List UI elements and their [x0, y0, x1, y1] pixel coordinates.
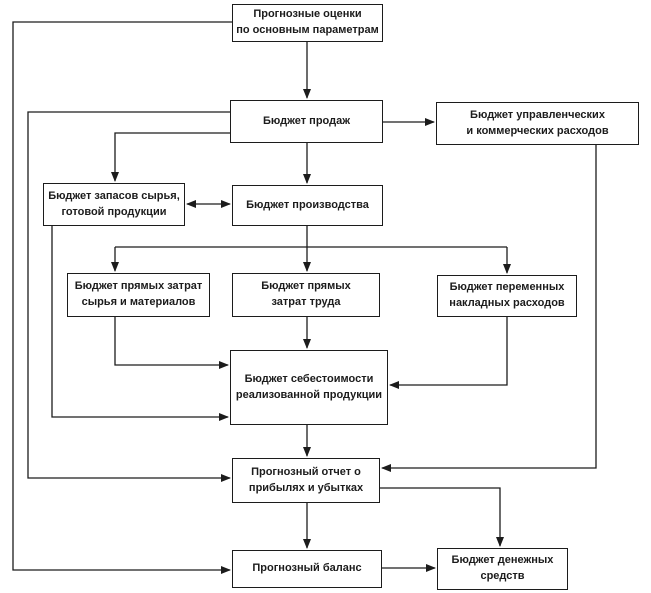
node-cogs-budget: Бюджет себестоимости реализованной проду…: [230, 350, 388, 425]
node-direct-labor-budget: Бюджет прямых затрат труда: [232, 273, 380, 317]
edge-forecast_estimates-to-balance_forecast: [12, 21, 232, 574]
edge-sales_budget-to-inventory_budget: [111, 132, 230, 182]
node-cash-budget: Бюджет денежных средств: [437, 548, 568, 590]
node-balance-forecast: Прогнозный баланс: [232, 550, 382, 588]
node-inventory-budget: Бюджет запасов сырья, готовой продукции: [43, 183, 185, 226]
edge-variable_overhead_budget-to-cogs_budget: [389, 317, 508, 389]
node-income-statement-forecast: Прогнозный отчет о прибылях и убытках: [232, 458, 380, 503]
node-forecast-estimates: Прогнозные оценки по основным параметрам: [232, 4, 383, 42]
edge-income_statement_forecast-to-cash_budget: [380, 487, 504, 547]
edge-direct_materials_budget-to-cogs_budget: [114, 317, 229, 369]
edge-inventory_budget-to-cogs_budget: [51, 226, 229, 421]
node-direct-materials-budget: Бюджет прямых затрат сырья и материалов: [67, 273, 210, 317]
node-admin-commercial-expenses-budget: Бюджет управленческих и коммерческих рас…: [436, 102, 639, 145]
node-production-budget: Бюджет производства: [232, 185, 383, 226]
edge-sales_budget-to-income_statement_forecast: [27, 111, 231, 482]
node-variable-overhead-budget: Бюджет переменных накладных расходов: [437, 275, 577, 317]
edge-admin_commercial_expenses_budget-to-income_statement_forecast: [381, 145, 597, 472]
node-sales-budget: Бюджет продаж: [230, 100, 383, 143]
